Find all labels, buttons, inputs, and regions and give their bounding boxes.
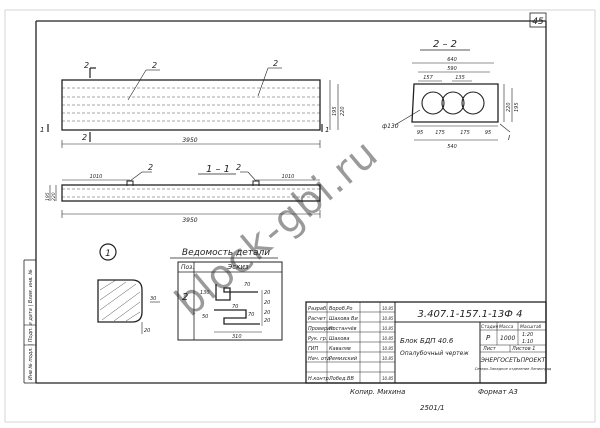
section-1-1-dim-left: 1010 xyxy=(90,174,103,180)
beam-elevation xyxy=(47,67,339,148)
callout-2-left: 2 xyxy=(152,61,157,70)
date-1: 10.85 xyxy=(382,316,394,321)
parts-sheet-title: Ведомость детали xyxy=(182,248,270,258)
role-4: ГИП xyxy=(308,346,319,352)
date-2: 10.85 xyxy=(382,326,394,331)
section-1-1-dim-right: 1010 xyxy=(282,174,295,180)
format-label: Формат А3 xyxy=(478,388,518,396)
sheet-name: Опалубочный чертеж xyxy=(400,350,469,357)
role-2: Проверил xyxy=(308,326,334,332)
name-5: Ремизский xyxy=(329,356,358,362)
date-0: 10.85 xyxy=(382,306,394,311)
detail-dim-20: 20 xyxy=(144,328,150,334)
header-scale: Масштаб xyxy=(520,324,542,330)
title-block xyxy=(305,301,547,384)
dim-95-left: 95 xyxy=(417,130,423,136)
object-name: Блок БДП 40.6 xyxy=(400,337,454,345)
section-1-1-dim-220: 220 xyxy=(51,192,57,201)
dim-157: 157 xyxy=(423,75,433,81)
dim-175-b: 175 xyxy=(460,130,470,136)
parts-dim-20-d: 20 xyxy=(264,318,270,324)
date-7: 10.85 xyxy=(382,376,394,381)
section-2-2 xyxy=(394,49,513,141)
page-number: 45 xyxy=(532,17,544,27)
parts-dim-70-c: 70 xyxy=(248,312,254,318)
watermark: block-gbi.ru xyxy=(167,130,387,325)
elevation-length: 3950 xyxy=(182,137,197,144)
name-3: Шахова xyxy=(329,336,349,342)
elevation-dim-195: 195 xyxy=(332,106,338,116)
archive-number: 2501/1 xyxy=(420,404,445,412)
name-7: Лобед.ВВ xyxy=(328,376,354,382)
dim-640: 640 xyxy=(447,57,457,63)
section-mark-2-bottom: 2 xyxy=(82,133,87,142)
detail-1 xyxy=(97,243,160,334)
organization-sub: Северо-Западное отделение Ленинград xyxy=(475,367,552,371)
organization: ЭНЕРГОСЕТЬПРОЕКТ xyxy=(480,357,547,364)
section-1-1-callout-right: 2 xyxy=(236,163,241,172)
parts-dim-20-a: 20 xyxy=(264,290,270,296)
role-1: Расчет xyxy=(308,316,327,322)
cut-mark-1-right: 1 xyxy=(325,126,329,134)
header-mass: Масса xyxy=(499,324,514,330)
document-code: 3.407.1-157.1-13Ф 4 xyxy=(418,309,523,320)
binding-strip-text: Инв № подл. | Подп. и дата | Взам. инв. … xyxy=(28,269,34,380)
section-1-1 xyxy=(49,171,321,218)
role-5: Нач. отд. xyxy=(308,356,332,362)
dim-95-right: 95 xyxy=(485,130,491,136)
parts-dim-310: 310 xyxy=(232,334,242,340)
name-2: Костанчёв xyxy=(329,326,357,332)
parts-dim-70-a: 70 xyxy=(244,282,250,288)
dim-195-right: 195 xyxy=(514,102,520,112)
date-4: 10.85 xyxy=(382,346,394,351)
role-3: Рук. гр. xyxy=(308,336,328,342)
name-4: Каваляв xyxy=(329,346,351,352)
section-1-1-length: 3950 xyxy=(182,217,197,224)
scale-value-1: 1:20 xyxy=(522,332,533,338)
section-1-1-callout-left: 2 xyxy=(148,163,153,172)
parts-sheet-table xyxy=(170,257,283,341)
sheets-label: Листов 1 xyxy=(511,346,535,352)
header-stage: Стадия xyxy=(481,324,499,330)
role-0: Разраб. xyxy=(308,306,328,312)
section-1-1-title: 1 – 1 xyxy=(206,164,230,175)
dim-135: 135 xyxy=(455,75,465,81)
parts-dim-20-b: 20 xyxy=(264,300,270,306)
parts-dim-20-c: 20 xyxy=(264,310,270,316)
role-7: Н.контр. xyxy=(308,376,330,382)
dim-540: 540 xyxy=(447,144,457,150)
section-2-2-title: 2 – 2 xyxy=(433,39,457,50)
hole-diameter: ф130 xyxy=(382,123,399,130)
mass-value: 1000 xyxy=(500,335,515,342)
sheet-label: Лист xyxy=(482,346,497,352)
parts-sheet-sketch-label: Эскиз xyxy=(226,263,249,271)
parts-sheet-header-pos: Поз. xyxy=(181,264,194,271)
cut-mark-1-left: 1 xyxy=(40,126,44,134)
dim-175-a: 175 xyxy=(435,130,445,136)
date-3: 10.85 xyxy=(382,336,394,341)
dim-590: 590 xyxy=(447,66,457,72)
name-1: Шахова Ви xyxy=(329,316,358,322)
stage-value: Р xyxy=(486,334,491,342)
detail-number: 1 xyxy=(105,249,111,259)
name-0: Вороб.Ро xyxy=(329,306,352,312)
parts-sheet-pos: 2 xyxy=(182,292,188,303)
section-1-1-dim-195: 195 xyxy=(45,192,51,201)
elevation-dim-220: 220 xyxy=(340,106,346,116)
section-marker-I: I xyxy=(508,134,510,142)
dim-220-right: 220 xyxy=(506,102,512,112)
section-mark-2-top: 2 xyxy=(84,61,89,70)
parts-dim-50: 50 xyxy=(202,314,208,320)
detail-dim-30: 30 xyxy=(150,296,156,302)
scale-value-2: 1:10 xyxy=(522,339,533,345)
copied-by: Копир. Михина xyxy=(350,388,405,396)
parts-dim-130: 130 xyxy=(200,290,210,296)
parts-dim-70-b: 70 xyxy=(232,304,238,310)
date-5: 10.85 xyxy=(382,356,394,361)
callout-2-right: 2 xyxy=(273,59,278,68)
